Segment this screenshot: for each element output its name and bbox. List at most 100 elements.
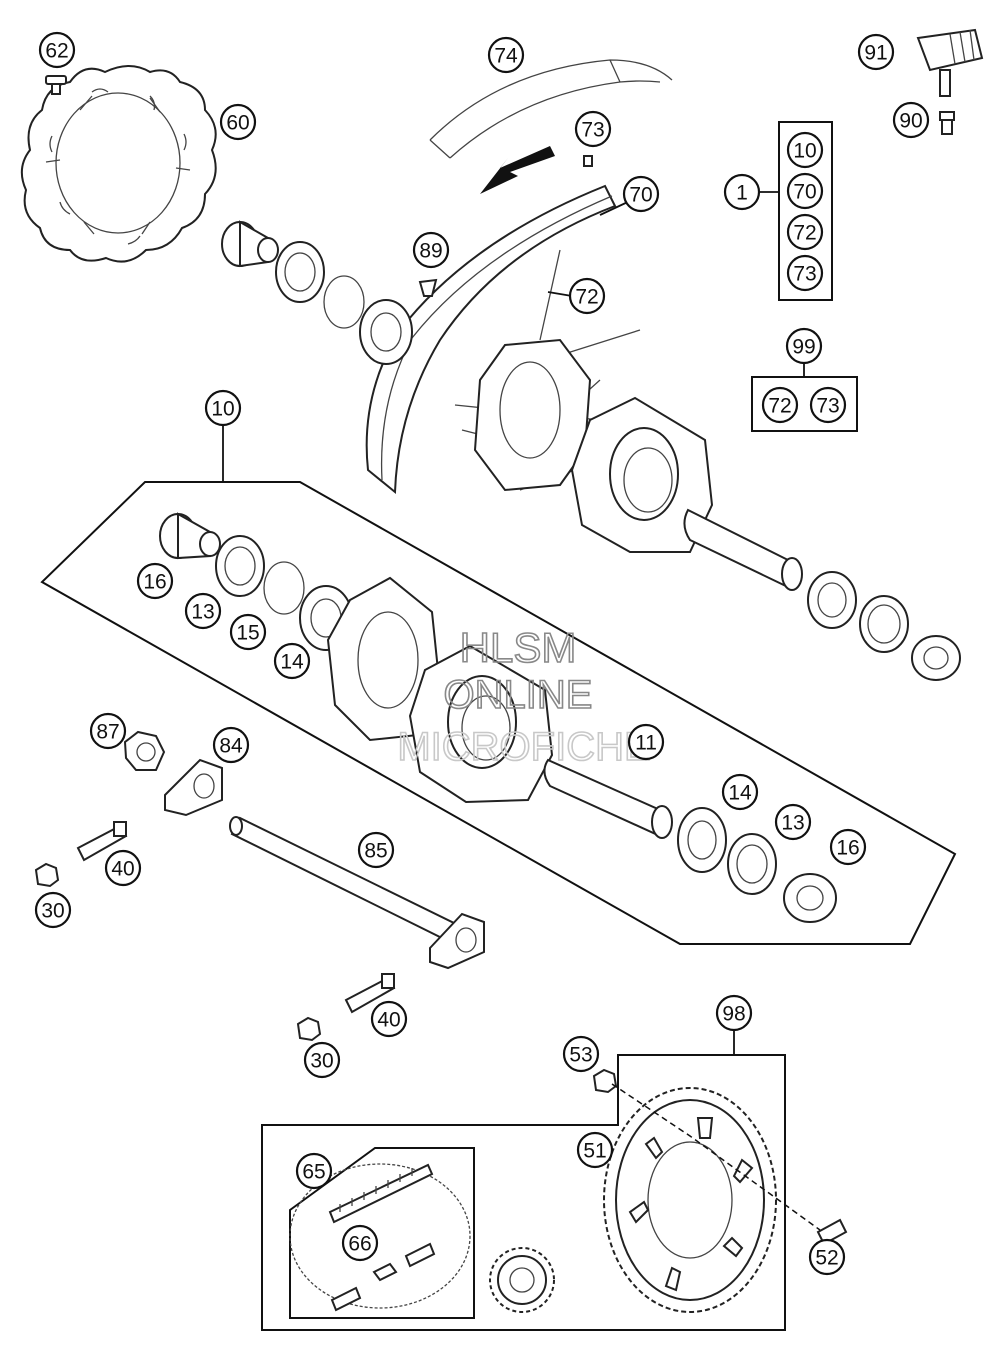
callout-87: 87	[89, 712, 127, 750]
callout-16-left: 16	[136, 562, 174, 600]
svg-text:13: 13	[191, 601, 214, 624]
kit-1-item-73: 73	[786, 254, 824, 292]
callout-74: 74	[487, 36, 525, 74]
svg-text:16: 16	[836, 837, 859, 860]
callout-89: 89	[412, 231, 450, 269]
svg-text:14: 14	[280, 651, 304, 674]
callout-98: 98	[715, 994, 753, 1032]
callout-14-right: 14	[721, 773, 759, 811]
bolt-axis-line	[611, 1083, 821, 1231]
svg-text:65: 65	[302, 1161, 325, 1184]
sensor-part	[916, 28, 984, 97]
sprocket-nut	[592, 1068, 618, 1094]
spacer-top	[683, 508, 803, 591]
adjuster-bolt-upper	[76, 821, 128, 862]
svg-text:1: 1	[736, 182, 748, 205]
callout-53: 53	[562, 1035, 600, 1073]
spoke-nipple	[583, 155, 593, 167]
svg-text:52: 52	[815, 1247, 838, 1270]
svg-text:40: 40	[377, 1009, 400, 1032]
small-bolt	[939, 111, 955, 135]
hub-assembled	[473, 338, 714, 553]
svg-text:30: 30	[310, 1050, 333, 1073]
bushing-16-right	[783, 873, 837, 923]
callout-11: 11	[627, 723, 665, 761]
callout-90: 90	[892, 101, 930, 139]
kit-99-item-73: 73	[809, 386, 847, 424]
seal-top-left	[275, 241, 325, 303]
callout-70: 70	[622, 175, 660, 213]
svg-text:16: 16	[143, 571, 166, 594]
svg-text:14: 14	[728, 782, 752, 805]
svg-text:13: 13	[781, 812, 804, 835]
svg-text:73: 73	[816, 395, 839, 418]
bushing-top-left	[221, 220, 279, 268]
seal-13-right	[727, 833, 777, 895]
axle	[229, 816, 485, 970]
svg-text:73: 73	[793, 263, 816, 286]
callout-13-right: 13	[774, 803, 812, 841]
svg-text:30: 30	[41, 900, 64, 923]
svg-text:98: 98	[722, 1003, 745, 1026]
hub-kit-frame	[40, 481, 957, 945]
seal-top-right	[859, 595, 909, 653]
svg-text:72: 72	[575, 286, 598, 309]
svg-text:99: 99	[792, 336, 815, 359]
bearing-14-right	[677, 807, 727, 873]
callout-40-upper: 40	[104, 849, 142, 887]
svg-text:60: 60	[226, 112, 249, 135]
callout-30-lower: 30	[303, 1041, 341, 1079]
disc-bolt	[45, 75, 67, 95]
svg-text:90: 90	[899, 110, 922, 133]
callout-66: 66	[341, 1224, 379, 1262]
axle-nut	[123, 730, 166, 771]
kit-box-1	[778, 121, 833, 301]
svg-text:73: 73	[581, 119, 604, 142]
kit-1-item-70: 70	[786, 172, 824, 210]
svg-text:62: 62	[45, 40, 68, 63]
callout-84: 84	[212, 726, 250, 764]
circlip-top	[323, 275, 365, 329]
callout-72: 72	[568, 277, 606, 315]
callout-13-left: 13	[184, 592, 222, 630]
kit-1-item-72: 72	[786, 213, 824, 251]
kit-99-item-72: 72	[761, 386, 799, 424]
svg-text:72: 72	[793, 222, 816, 245]
svg-text:85: 85	[364, 840, 387, 863]
watermark-line-3: MICROFICHE	[397, 725, 650, 769]
lock-nut-upper	[34, 862, 60, 888]
callout-52: 52	[808, 1238, 846, 1276]
leader-72	[547, 291, 573, 297]
svg-text:72: 72	[768, 395, 791, 418]
kit-1-item-10: 10	[786, 131, 824, 169]
svg-text:84: 84	[219, 735, 243, 758]
svg-text:87: 87	[96, 721, 119, 744]
callout-73: 73	[574, 110, 612, 148]
bushing-16-left	[159, 512, 221, 560]
svg-text:10: 10	[793, 140, 816, 163]
bearing-top-right	[807, 571, 857, 629]
rear-sprocket	[603, 1087, 777, 1313]
sprocket-kit-frame	[261, 1054, 786, 1331]
seal-13-left	[215, 535, 265, 597]
svg-text:91: 91	[864, 42, 887, 65]
circlip-15	[263, 561, 305, 615]
spacer-11	[543, 758, 673, 839]
tire	[429, 59, 673, 159]
svg-text:66: 66	[348, 1233, 371, 1256]
lock-nut-lower	[296, 1016, 322, 1042]
svg-text:70: 70	[793, 181, 816, 204]
rotation-arrow	[480, 146, 555, 194]
svg-text:51: 51	[583, 1140, 606, 1163]
chain-master-link	[330, 1242, 436, 1312]
callout-16-right: 16	[829, 828, 867, 866]
callout-99: 99	[785, 327, 823, 365]
svg-text:15: 15	[236, 622, 259, 645]
callout-30-upper: 30	[34, 891, 72, 929]
hub-11	[326, 576, 554, 804]
callout-14-left: 14	[273, 642, 311, 680]
svg-text:40: 40	[111, 858, 134, 881]
adjuster-bolt-lower	[344, 973, 396, 1014]
